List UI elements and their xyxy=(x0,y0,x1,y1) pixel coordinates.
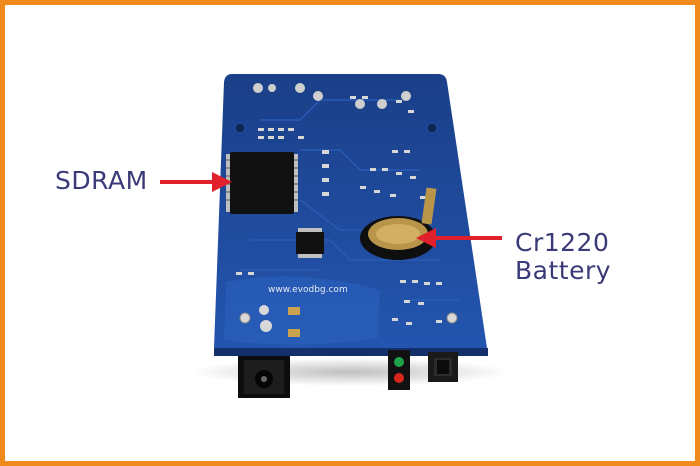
battery-holder xyxy=(360,187,437,260)
smd-components xyxy=(236,96,442,325)
small-ic xyxy=(296,228,324,258)
mount-hole xyxy=(428,124,436,132)
mount-hole xyxy=(236,124,244,132)
push-button xyxy=(428,352,458,382)
top-pads xyxy=(253,83,411,109)
pcb-board xyxy=(214,74,488,356)
battery-label: Cr1220 Battery xyxy=(515,229,611,285)
silkscreen-url: www.evodbg.com xyxy=(268,285,348,295)
sdram-chip xyxy=(226,152,298,214)
status-leds xyxy=(388,350,410,390)
battery-arrow xyxy=(416,228,502,248)
sdram-arrow xyxy=(160,172,232,192)
battery-label-line1: Cr1220 xyxy=(515,228,610,257)
battery-label-line2: Battery xyxy=(515,256,612,285)
gold-pads xyxy=(259,305,300,337)
mount-hole xyxy=(239,312,251,324)
dc-power-jack xyxy=(238,356,290,398)
mount-hole xyxy=(446,312,458,324)
sdram-label: SDRAM xyxy=(55,166,148,195)
